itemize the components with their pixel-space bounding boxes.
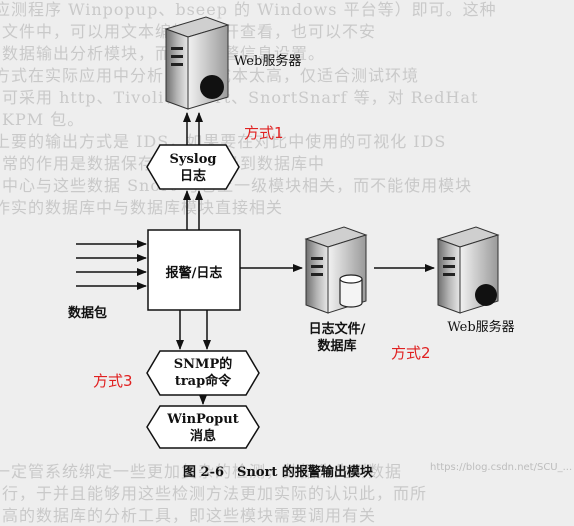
log-file-db-label-line1: 日志文件/ xyxy=(308,322,366,337)
alert-log-label: 报警/日志 xyxy=(165,266,223,281)
snmp-label-line1: SNMP的 xyxy=(173,357,233,372)
background-text-line: 作实的数据库中与数据库模块直接相关 xyxy=(0,198,284,217)
background-text-line: 数据输出分析模块，而记载告警信息设置。 xyxy=(2,44,326,63)
snmp-label-line2: trap命令 xyxy=(174,374,232,389)
watermark: https://blog.csdn.net/SCU_... xyxy=(430,462,573,473)
packets-label: 数据包 xyxy=(68,306,108,321)
method1-annotation: 方式1 xyxy=(244,124,284,142)
alert-log-box xyxy=(147,229,241,311)
log-file-db-label-line2: 数据库 xyxy=(317,339,357,354)
winpopup-label-line2: 消息 xyxy=(189,429,216,444)
method2-annotation: 方式2 xyxy=(391,344,431,362)
snmp-label: SNMP的 trap命令 xyxy=(160,356,246,390)
syslog-label-line2: 日志 xyxy=(179,169,206,184)
snmp-hexagon xyxy=(146,350,260,396)
winpopup-label: WinPoput 消息 xyxy=(160,411,246,445)
log-file-db-label: 日志文件/ 数据库 xyxy=(297,321,377,355)
background-text-line: 高的数据库的分析工具，即这些模块需要调用有关 xyxy=(2,506,377,525)
web-server-right-label: Web服务器 xyxy=(447,320,515,335)
background-text-line: 应测程序 Winpopup、bseep 的 Windows 平台等）即可。这种 xyxy=(0,0,497,19)
method3-annotation: 方式3 xyxy=(93,372,133,390)
web-server-top-label: Web服务器 xyxy=(234,54,302,69)
winpopup-label-line1: WinPoput xyxy=(167,412,239,427)
figure-caption: 图 2-6 Snort 的报警输出模块 xyxy=(183,465,373,480)
winpopup-hexagon xyxy=(146,405,260,449)
database-server-icon xyxy=(304,226,368,314)
syslog-label-line1: Syslog xyxy=(169,152,217,167)
background-text-line: 可采用 http、Tivoli、Snort、SnortSnarf 等，对 Red… xyxy=(2,88,479,107)
snort-output-diagram xyxy=(76,16,500,449)
background-text-line: KPM 包。 xyxy=(2,110,85,129)
background-text-line: 上要的输出方式是 IDS，如果要在对比中使用的可视化 IDS xyxy=(0,132,447,151)
server-icon xyxy=(436,226,500,314)
background-text-line: 一定管系统绑定一些更加复杂的检测，数据先先到数据 xyxy=(0,462,403,481)
server-icon xyxy=(164,16,230,110)
syslog-label: Syslog 日志 xyxy=(160,151,226,185)
background-text-line: 中心与这些数据 Snort 与它上一级模块相关，而不能使用模块 xyxy=(2,176,473,195)
syslog-hexagon xyxy=(146,144,240,190)
